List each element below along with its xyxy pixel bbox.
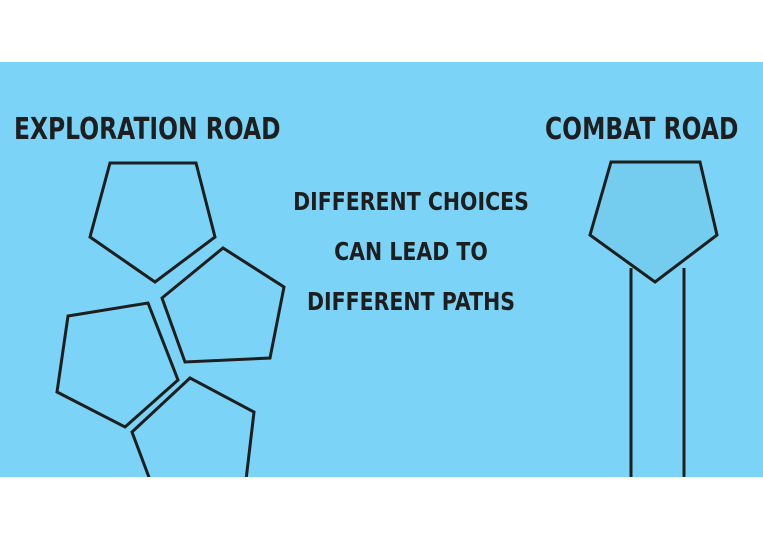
center-caption-line-1: DIFFERENT CHOICES xyxy=(293,187,529,216)
center-caption: DIFFERENT CHOICES CAN LEAD TO DIFFERENT … xyxy=(256,177,566,327)
exploration-pentagon-3 xyxy=(55,301,180,429)
exploration-road-title: EXPLORATION ROAD xyxy=(14,112,281,147)
combat-road-title: COMBAT ROAD xyxy=(545,112,739,147)
center-caption-line-3: DIFFERENT PATHS xyxy=(306,287,516,316)
combat-pentagon xyxy=(588,160,719,284)
exploration-pentagon-1 xyxy=(88,161,217,284)
slide-panel: EXPLORATION ROAD COMBAT ROAD DIFFERENT C… xyxy=(0,62,763,477)
center-caption-line-2: CAN LEAD TO xyxy=(334,237,488,266)
exploration-pentagon-4 xyxy=(130,376,256,477)
diagram-shapes xyxy=(55,160,719,477)
exploration-pentagon-2 xyxy=(160,246,286,364)
